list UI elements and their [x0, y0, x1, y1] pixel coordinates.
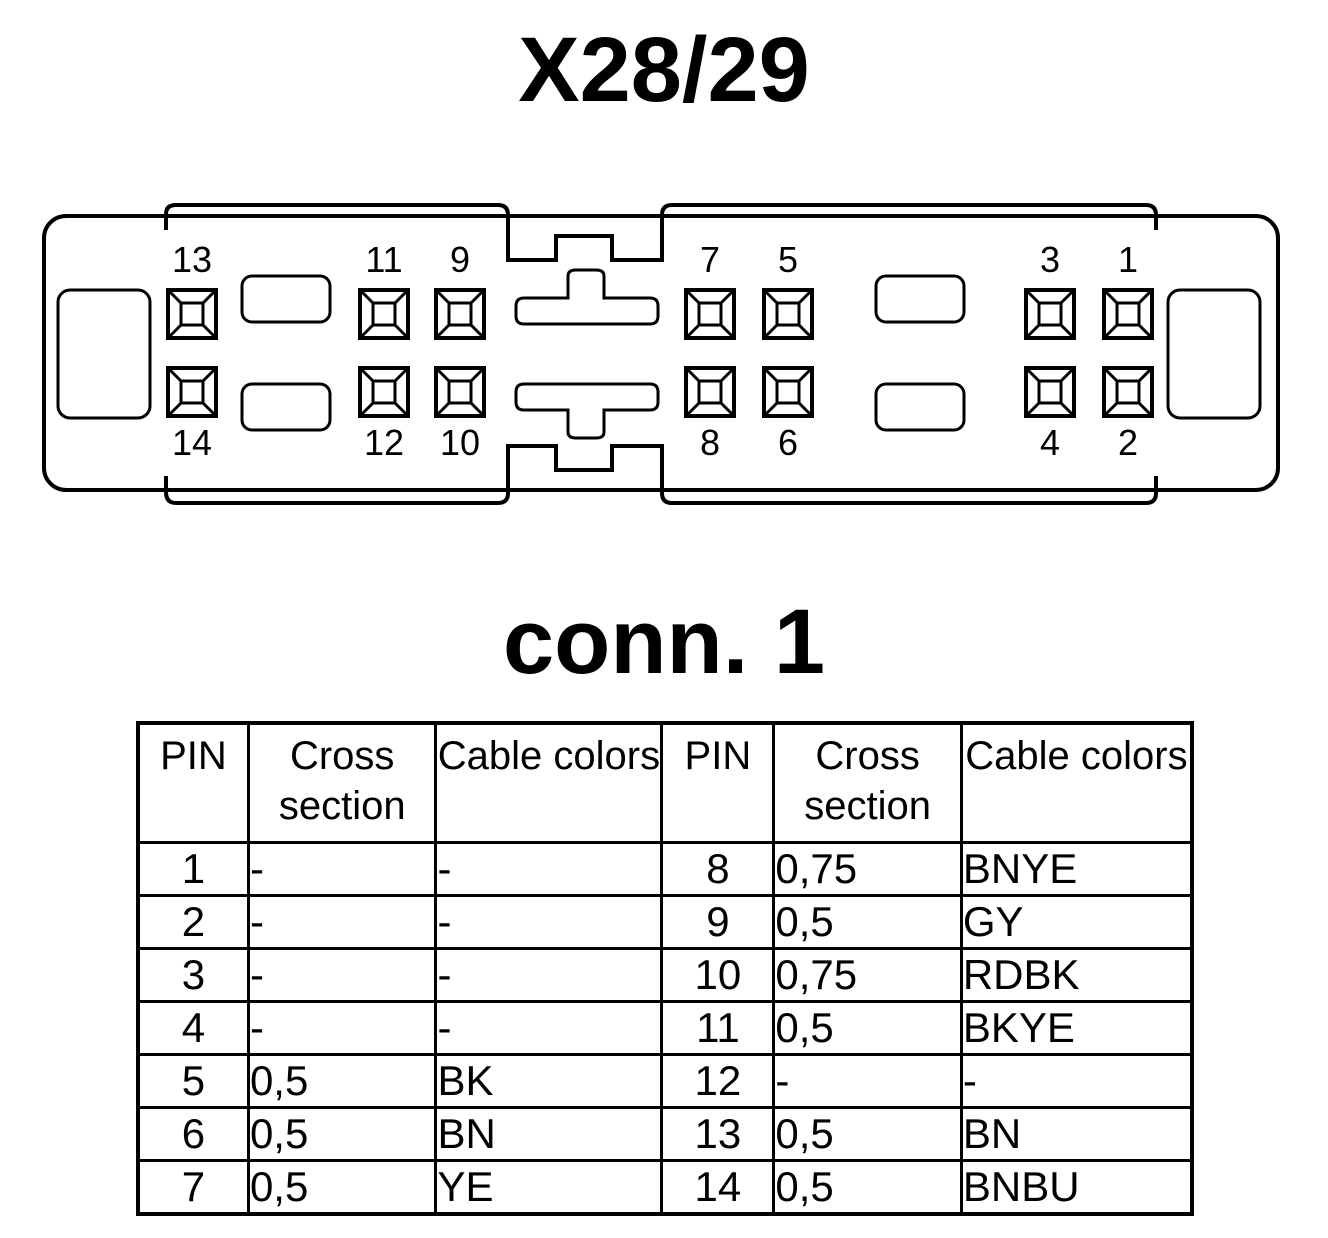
pin-terminal-14 — [166, 366, 218, 418]
connector-title: X28/29 — [518, 19, 810, 121]
cell-cable-color: BN — [959, 1106, 1194, 1162]
cell-cable-color: GY — [959, 894, 1194, 950]
center-key-top — [514, 268, 660, 326]
cell-pin: 7 — [136, 1159, 250, 1216]
connector-subtitle: conn. 1 — [502, 591, 826, 693]
cell-pin: 11 — [660, 1000, 776, 1056]
pin-number-label: 6 — [778, 422, 798, 463]
pin-terminal-12 — [358, 366, 410, 418]
cell-cable-color: YE — [434, 1159, 664, 1216]
pin-terminal-8 — [684, 366, 736, 418]
pin-number-label: 8 — [700, 422, 720, 463]
cell-cross-section: - — [246, 841, 438, 897]
pin-terminal-10 — [434, 366, 486, 418]
cell-pin: 8 — [660, 841, 776, 897]
header-cross-section: Cross section — [246, 721, 438, 844]
cell-cross-section: - — [246, 1000, 438, 1056]
pin-terminal-13 — [166, 288, 218, 340]
header-cross-section: Cross section — [772, 721, 963, 844]
pin-number-label: 3 — [1040, 239, 1060, 280]
header-pin: PIN — [136, 721, 250, 844]
cell-cross-section: 0,5 — [246, 1053, 438, 1109]
pin-number-label: 12 — [364, 422, 404, 463]
cell-cable-color: - — [434, 1000, 664, 1056]
header-pin: PIN — [660, 721, 776, 844]
key-slot — [874, 382, 966, 432]
cell-cross-section: 0,75 — [772, 947, 963, 1003]
pin-terminal-5 — [762, 288, 814, 340]
cell-pin: 3 — [136, 947, 250, 1003]
header-cable-colors: Cable colors — [959, 721, 1194, 844]
cell-cable-color: - — [434, 894, 664, 950]
cell-cable-color: - — [959, 1053, 1194, 1109]
right-side-block — [1166, 288, 1262, 420]
pin-number-label: 11 — [365, 239, 402, 280]
pin-number-label: 5 — [778, 239, 798, 280]
pin-number-label: 14 — [172, 422, 212, 463]
pin-terminal-9 — [434, 288, 486, 340]
cell-pin: 10 — [660, 947, 776, 1003]
pin-terminal-7 — [684, 288, 736, 340]
key-slot — [874, 274, 966, 324]
pin-number-label: 2 — [1118, 422, 1138, 463]
cell-pin: 5 — [136, 1053, 250, 1109]
cell-cable-color: BN — [434, 1106, 664, 1162]
cell-cable-color: BNYE — [959, 841, 1194, 897]
bottom-latch-rail — [164, 444, 1158, 505]
cell-cross-section: 0,5 — [772, 1159, 963, 1216]
pin-terminal-6 — [762, 366, 814, 418]
cell-cable-color: BNBU — [959, 1159, 1194, 1216]
pin-terminal-4 — [1024, 366, 1076, 418]
cell-pin: 14 — [660, 1159, 776, 1216]
cell-cable-color: BK — [434, 1053, 664, 1109]
pin-terminal-3 — [1024, 288, 1076, 340]
cell-pin: 13 — [660, 1106, 776, 1162]
cell-cross-section: 0,75 — [772, 841, 963, 897]
pin-number-label: 1 — [1118, 239, 1138, 280]
cell-cable-color: - — [434, 841, 664, 897]
center-key-bottom — [514, 382, 660, 440]
cell-pin: 12 — [660, 1053, 776, 1109]
cell-cross-section: 0,5 — [246, 1106, 438, 1162]
pin-table: PIN Cross section Cable colors PIN Cross… — [136, 721, 1194, 1216]
cell-cross-section: - — [246, 894, 438, 950]
key-slot — [240, 274, 332, 324]
pin-number-label: 7 — [700, 239, 720, 280]
pin-number-label: 9 — [450, 239, 470, 280]
cell-pin: 9 — [660, 894, 776, 950]
cell-cross-section: - — [772, 1053, 963, 1109]
pin-number-label: 10 — [440, 422, 480, 463]
table-header-row: PIN Cross section Cable colors PIN Cross… — [136, 721, 1194, 844]
cell-cross-section: 0,5 — [772, 1106, 963, 1162]
cell-cross-section: 0,5 — [772, 1000, 963, 1056]
pin-terminal-1 — [1102, 288, 1154, 340]
cell-pin: 4 — [136, 1000, 250, 1056]
header-cable-colors: Cable colors — [434, 721, 664, 844]
pin-terminal-2 — [1102, 366, 1154, 418]
cell-cross-section: 0,5 — [246, 1159, 438, 1216]
key-slot — [240, 382, 332, 432]
cell-pin: 1 — [136, 841, 250, 897]
cell-cable-color: - — [434, 947, 664, 1003]
pin-number-label: 13 — [172, 239, 212, 280]
top-latch-rail — [164, 203, 1158, 262]
cell-pin: 2 — [136, 894, 250, 950]
cell-cable-color: RDBK — [959, 947, 1194, 1003]
cell-cable-color: BKYE — [959, 1000, 1194, 1056]
cell-cross-section: - — [246, 947, 438, 1003]
pin-terminal-11 — [358, 288, 410, 340]
cell-pin: 6 — [136, 1106, 250, 1162]
cell-cross-section: 0,5 — [772, 894, 963, 950]
left-side-block — [56, 288, 152, 420]
pin-number-label: 4 — [1040, 422, 1060, 463]
